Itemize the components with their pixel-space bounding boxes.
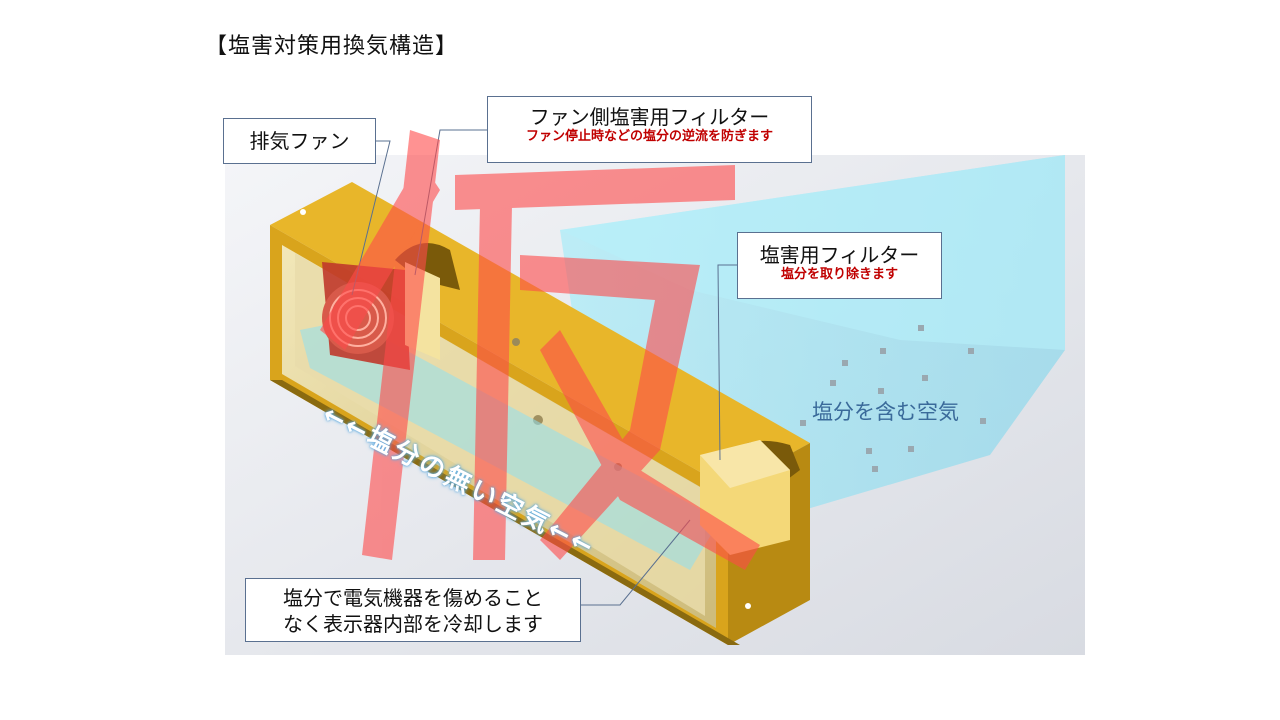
watermark-kari-mark bbox=[320, 130, 760, 570]
salt-filter-callout-title: 塩害用フィルター bbox=[759, 243, 920, 267]
fan-side-filter-callout-note: ファン停止時などの塩分の逆流を防ぎます bbox=[525, 129, 773, 144]
cooling-callout-line1: 塩分で電気機器を傷めること bbox=[283, 586, 543, 610]
salty-air-label: 塩分を含む空気 bbox=[812, 400, 959, 424]
page-title: 【塩害対策用換気構造】 bbox=[205, 34, 459, 59]
salt-particles bbox=[800, 325, 986, 472]
cooling-callout: 塩分で電気機器を傷めること なく表示器内部を冷却します bbox=[245, 578, 581, 642]
exhaust-fan-callout: 排気ファン bbox=[223, 118, 376, 164]
fan-side-filter-callout-title: ファン側塩害用フィルター bbox=[529, 105, 770, 129]
salt-filter-callout-note: 塩分を取り除きます bbox=[780, 267, 898, 282]
salt-filter-callout: 塩害用フィルター 塩分を取り除きます bbox=[737, 232, 942, 299]
cooling-callout-line2: なく表示器内部を冷却します bbox=[283, 612, 543, 636]
exhaust-fan-callout-text: 排気ファン bbox=[249, 129, 350, 153]
fan-side-filter-callout: ファン側塩害用フィルター ファン停止時などの塩分の逆流を防ぎます bbox=[487, 96, 812, 163]
